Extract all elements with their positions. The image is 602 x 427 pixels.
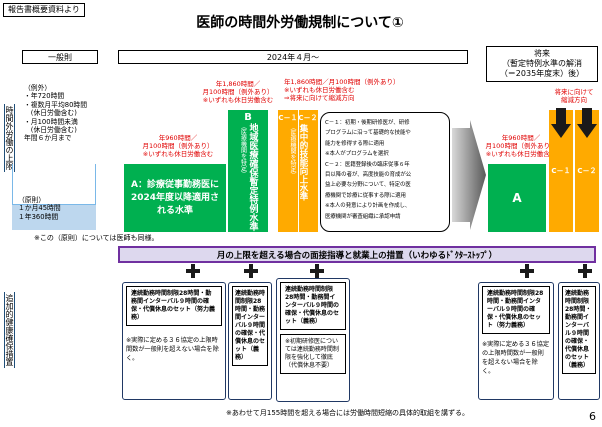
c-note-line: ※本人がプログラムを選択 (325, 151, 389, 158)
general-exception-item: ・年720時間 (24, 92, 65, 101)
b-limit-line: ※いずれも休日労働含む (202, 96, 274, 105)
a-measure-box: 連続勤務時間制限28時間・勤務間インターバル９時間の確保・代償休息のセット（努力… (122, 282, 226, 400)
year-2024-header: 2024年４月～ (118, 50, 468, 64)
future-subtitle-1: （暫定特例水準の解消 (502, 59, 582, 68)
c-measure-note: ※初期研修医については連続勤務時間制限を強化して徹底（代償休息不要） (280, 334, 346, 374)
future-c-measure-box: 連続勤務時間制限28時間・勤務間インターバル９時間の確保・代償休息のセット（義務… (558, 282, 600, 400)
b-limit-label: 年1,860時間／ 月100時間（例外あり） ※いずれも休日労働含む (186, 80, 290, 105)
general-principle-frame (12, 204, 96, 230)
future-a-limit-label: 年960時間／ 月100時間（例外あり） ※いずれも休日労働含む (476, 134, 566, 159)
c-note-line: C－２：医籍登録後の臨床従事６年 (325, 161, 410, 168)
c-measure-box: 連続勤務時間制限28時間・勤務間インターバル９時間の確保・代償休息のセット（義務… (276, 278, 350, 402)
c-limit-label: 年1,860時間／月100時間（例外あり） ※いずれも休日労働含む ⇒将来に向け… (284, 78, 424, 103)
future-a-limit-line: 年960時間／ (501, 134, 541, 142)
c-bar-text: 集中的技能向上水準 (298, 124, 308, 201)
future-c1-bar: C－１ (549, 110, 573, 232)
a-bar: A：診療従事勤務医に2024年度以降適用される水準 (124, 164, 226, 232)
future-title: 将来 (534, 49, 550, 58)
future-a-measure-main: 連続勤務時間制限28時間・勤務間インターバル９時間の確保・代償休息のセット（努力… (482, 286, 550, 334)
future-a-measure-note: ※実際に定める３６協定の上限時間数が一般則を超えない場合を除く。 (482, 341, 550, 375)
c2-bar-label: C－２ (298, 114, 318, 122)
a-limit-line: ※いずれも休日労働含む (142, 150, 214, 159)
b-limit-line: 月100時間（例外あり） (202, 88, 274, 97)
future-c-limit-label: 将来に向けて 縮減方向 (546, 88, 602, 104)
b-limit-line: 年1,860時間／ (215, 80, 261, 88)
general-exception: （例外） ・年720時間 ・複数月平均80時間 (休日労働含む) ・月100時間… (24, 84, 102, 143)
a-measure-note: ※実際に定める３６協定の上限時間数が一般則を超えない場合を除く。 (126, 337, 219, 362)
principle-note: ※この（原則）については医師も同様。 (34, 234, 159, 242)
c-explanation-box: C－１：初期・後期研修医が、研修 プログラムに沿って基礎的な技能や 能力を修得す… (320, 112, 450, 232)
c1-bar-label: C－１ (278, 114, 298, 122)
a-limit-label: 年960時間／ 月100時間（例外あり） ※いずれも休日労働含む (128, 134, 228, 159)
future-a-limit-line: 月100時間（例外あり） (485, 142, 557, 151)
future-c-limit-line: 将来に向けて (554, 88, 594, 96)
future-a-bar: A (488, 164, 546, 232)
c-bar-sub: （医療機関を特定） (289, 124, 296, 178)
general-principle: （原則） １か月45時間 １年360時間 (18, 196, 61, 221)
a-limit-line: 月100時間（例外あり） (142, 142, 214, 151)
future-subtitle-2: （＝2035年度末）後） (499, 69, 585, 78)
b-measure-main: 連続勤務時間制限28時間・勤務間インターバル９時間の確保・代償休息のセット（義務… (232, 286, 268, 366)
future-c2-label: C－２ (577, 167, 597, 175)
page-title: 医師の時間外労働規制について① (196, 15, 404, 31)
a-limit-line: 年960時間／ (158, 134, 198, 142)
c-note-line: C－１：初期・後期研修医が、研修 (325, 120, 410, 126)
c1-bar: C－１ (278, 110, 298, 232)
doctor-stop-banner: 月の上限を超える場合の面接指導と就業上の措置（いわゆるﾄﾞｸﾀｰｽﾄｯﾌﾟ） (118, 246, 596, 263)
c-note-line: 益上必要な分野について、特定の医 (325, 182, 411, 189)
general-exception-item: (休日労働含む) (24, 126, 77, 135)
c-limit-line: 年1,860時間／月100時間（例外あり） (284, 78, 400, 86)
c-bar-text-wrap: 集中的技能向上水準 （医療機関を特定） (278, 124, 318, 232)
general-exception-item: 年間６か月まで (24, 134, 72, 143)
plus-icon (244, 264, 258, 278)
c-limit-line: ⇒将来に向けて縮減方向 (284, 94, 355, 103)
c-note-line: 医療機関が審査組織に承認申請 (325, 213, 401, 220)
c-bar-divider (298, 110, 299, 232)
upper-limit-label: 時間外労働の上限 (4, 104, 15, 172)
plus-icon (520, 264, 534, 278)
future-c1-label: C－１ (551, 167, 571, 175)
general-rule-header: 一般則 (22, 50, 98, 64)
down-arrow-icon (577, 108, 597, 138)
future-a-measure-box: 連続勤務時間制限28時間・勤務間インターバル９時間の確保・代償休息のセット（努力… (478, 282, 554, 400)
general-exception-item: ・月100時間未満 (24, 117, 78, 126)
plus-icon (578, 264, 592, 278)
general-exception-item: ・複数月平均80時間 (24, 100, 88, 109)
health-measures-label: 追加的健康確保措置 (4, 292, 15, 368)
future-c-measure-main: 連続勤務時間制限28時間・勤務間インターバル９時間の確保・代償休息のセット（義務… (562, 286, 596, 374)
general-principle-title: （原則） (18, 196, 46, 204)
down-arrow-icon (551, 108, 571, 138)
c-limit-line: ※いずれも休日労働含む (284, 86, 355, 95)
plus-icon (186, 264, 200, 278)
source-tag: 報告書概要資料より (3, 3, 85, 17)
future-header: 将来 （暫定特例水準の解消 （＝2035年度末）後） (486, 46, 598, 82)
c-note-line: プログラムに沿って基礎的な技能や (325, 130, 411, 137)
future-a-limit-line: ※いずれも休日労働含む (485, 150, 557, 159)
c-note-line: 目以降の者が、高度技能の育成が公 (325, 172, 412, 179)
b-bar-sub: （医療機関を特定） (239, 123, 247, 177)
general-exception-title: （例外） (24, 84, 52, 92)
general-principle-item: １年360時間 (18, 212, 59, 221)
transition-arrow-icon (452, 120, 486, 230)
b-bar-label: B (244, 112, 252, 123)
page-number: 6 (589, 410, 596, 423)
b-bar: B 地域医療確保暫定特例水準 （医療機関を特定） (228, 110, 268, 232)
future-c-limit-line: 縮減方向 (561, 96, 587, 105)
footer-note: ※あわせて月155時間を超える場合には労働時間短縮の具体的取組を講ずる。 (226, 409, 470, 417)
c-note-line: 能力を修得する際に適用 (325, 140, 385, 147)
plus-icon (310, 264, 324, 278)
c2-bar: C－２ (298, 110, 318, 232)
general-exception-item: (休日労働含む) (24, 109, 77, 118)
c-measure-main: 連続勤務時間制限28時間・勤務間インターバル９時間の確保・代償休息のセット（義務… (280, 282, 346, 330)
a-measure-main: 連続勤務時間制限28時間・勤務間インターバル９時間の確保・代償休息のセット（努力… (126, 286, 222, 326)
c-note-line: 療機関で診療に従事する際に適用 (325, 192, 406, 199)
c-note-line: ※本人の発意により計画を作成し、 (325, 203, 411, 210)
general-principle-item: １か月45時間 (18, 204, 61, 213)
b-measure-box: 連続勤務時間制限28時間・勤務間インターバル９時間の確保・代償休息のセット（義務… (228, 282, 272, 400)
b-bar-text: 地域医療確保暫定特例水準 (247, 123, 258, 231)
